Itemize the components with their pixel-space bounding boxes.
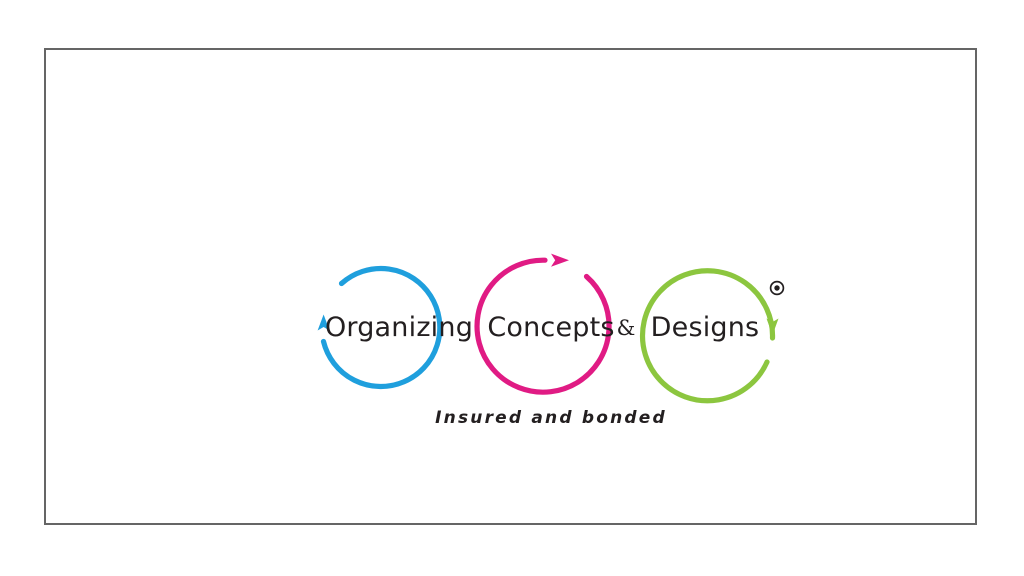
ring-organizing-arrowhead	[317, 314, 330, 331]
ring-designs: Designs	[639, 268, 779, 404]
ring-concepts: Concepts	[474, 253, 614, 395]
ring-concepts-label: Concepts	[487, 312, 614, 343]
ring-organizing: Organizing	[317, 265, 473, 390]
ring-concepts-arrowhead	[551, 253, 569, 267]
ring-designs-label: Designs	[651, 312, 760, 343]
registered-mark-icon	[769, 280, 785, 296]
ring-designs-arrowhead	[766, 318, 779, 335]
ring-organizing-label: Organizing	[325, 312, 473, 343]
logo-tagline: Insured and bonded	[435, 408, 667, 428]
ring-organizing-stroke	[320, 265, 443, 390]
slide-frame-border: Organizing Concepts &	[44, 48, 977, 525]
ring-designs-stroke	[639, 268, 776, 404]
ampersand-conjunction: &	[617, 316, 636, 340]
company-logo: Organizing Concepts &	[301, 240, 811, 435]
ring-concepts-stroke	[474, 257, 612, 395]
